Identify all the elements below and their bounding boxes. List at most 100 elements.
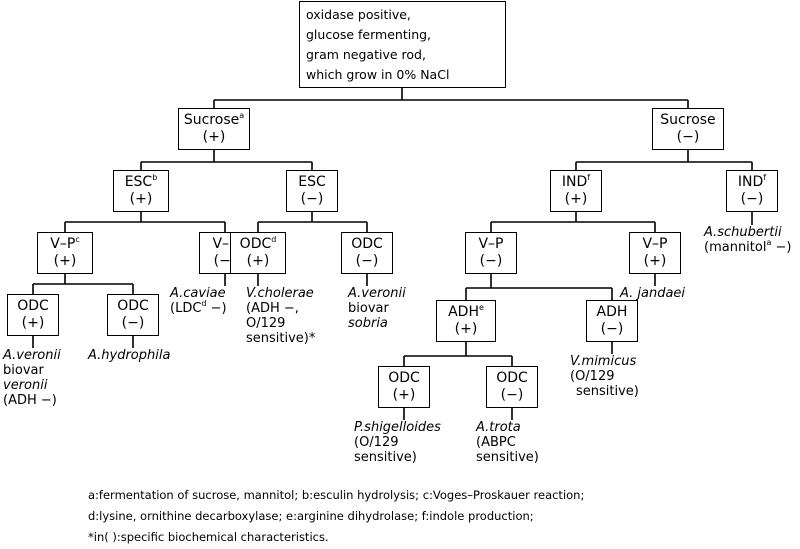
species-name: A. jandaei [620,286,686,301]
node-test: ODC [117,298,149,314]
root-line-4: which grow in 0% NaCl [306,67,450,82]
node-result: (+) [392,387,416,403]
species-name: P.shigelloides [354,420,441,435]
result-a-caviae: A.caviae (LDCd −) [170,286,227,316]
footnote-marker: b [152,173,158,182]
node-result: (−) [355,253,379,269]
node-result: (−) [500,387,524,403]
node-esc-negative: ESC (−) [286,170,338,212]
result-a-jandaei: A. jandaei [620,286,685,301]
species-name: V.mimicus [570,354,637,369]
result-detail: (O/129 [570,369,615,384]
connector [403,408,513,420]
species-name: A.hydrophila [88,348,171,363]
node-sucrose-positive: Sucrosea (+) [178,108,250,150]
species-name: A.veronii [348,286,406,301]
connector [490,212,656,232]
node-test: ODC [17,298,49,314]
footnote-line-2: d:lysine, ornithine decarboxylase; e:arg… [88,509,534,523]
node-ind-positive: INDf (+) [550,170,602,212]
node-adh-negative: ADH (−) [586,300,638,342]
node-result: (+) [129,191,153,207]
node-vp-positive-left: V–Pc (+) [37,232,93,274]
result-detail: (ADH −) [3,393,57,408]
result-detail: sensitive) [476,450,539,465]
connector [32,274,134,294]
node-result: (−) [121,315,145,331]
node-result: (−) [740,191,764,207]
result-detail: sobria [348,316,388,331]
node-odc-positive-adh: ODC (+) [378,366,430,408]
result-detail: sensitive) [576,384,639,399]
node-result: (−) [676,129,700,145]
node-test: ESC [298,174,326,190]
species-name: A.caviae [170,286,226,301]
node-test: ADH [448,304,479,320]
footnote-marker: c [75,235,80,244]
connector [403,342,513,366]
node-test: Sucrose [183,112,240,128]
node-result: (+) [643,253,667,269]
node-odc-negative-esc: ODC (−) [341,232,393,274]
result-detail: sensitive) [354,450,417,465]
node-vp-positive-right: V–P (+) [629,232,681,274]
node-result: (−) [300,191,324,207]
node-test: V–P [50,236,76,252]
footnote-marker: a [766,238,772,247]
footnote-marker: d [201,299,207,308]
footnote-marker: f [763,173,767,182]
node-test: V–P [478,236,504,252]
node-test: V–P [642,236,668,252]
connector [32,336,134,348]
node-result: (+) [246,253,270,269]
node-odc-negative-adh: ODC (−) [486,366,538,408]
node-sucrose-negative: Sucrose (−) [652,108,724,150]
node-test: IND [737,174,764,190]
footnote-marker: f [587,173,591,182]
result-v-mimicus: V.mimicus (O/129 sensitive) [570,354,639,399]
result-detail: biovar [348,301,389,316]
footnote-line-3: *in( ):specific biochemical characterist… [88,530,329,544]
result-detail: (LDC [170,301,202,316]
result-detail: (ADH −, [246,301,299,316]
result-detail: (mannitol [704,240,767,255]
connector [140,150,313,170]
result-detail: (ABPC [476,435,516,450]
result-a-hydrophila: A.hydrophila [88,348,170,363]
footnote-marker: d [271,235,277,244]
connector [257,274,368,286]
footnote-marker: e [478,303,484,312]
result-a-trota: A.trota (ABPC sensitive) [476,420,539,465]
node-test: Sucrose [660,112,716,128]
node-test: ADH [596,304,628,320]
node-adh-positive: ADHe (+) [436,300,496,342]
result-a-veronii-sobria: A.veronii biovar sobria [348,286,406,331]
result-detail: biovar [3,363,44,378]
root-line-2: glucose fermenting, [306,27,432,42]
result-detail: sensitive)* [246,331,316,346]
connector [465,274,613,300]
result-detail: veronii [3,378,48,393]
root-line-3: gram negative rod, [306,47,426,62]
node-test: ESC [124,174,153,190]
node-test: ODC [351,236,383,252]
node-vp-negative-right: V–P (−) [465,232,517,274]
result-a-veronii-veronii: A.veronii biovar veronii (ADH −) [3,348,61,408]
connector [257,212,368,232]
node-test: ODC [496,370,528,386]
result-detail: (O/129 [354,435,399,450]
connector [575,150,753,170]
footnote-marker: a [239,111,245,120]
node-test: ODC [239,236,272,252]
species-name: A.schubertii [704,225,782,240]
node-test: ODC [388,370,420,386]
result-a-schubertii: A.schubertii (mannitola −) [704,225,791,255]
root-line-1: oxidase positive, [306,7,411,22]
connector [64,212,226,232]
root-criteria-box: oxidase positive, glucose fermenting, gr… [299,1,506,88]
node-test: IND [561,174,588,190]
node-result: (−) [600,321,624,337]
node-result: (+) [53,253,77,269]
node-result: (−) [479,253,503,269]
